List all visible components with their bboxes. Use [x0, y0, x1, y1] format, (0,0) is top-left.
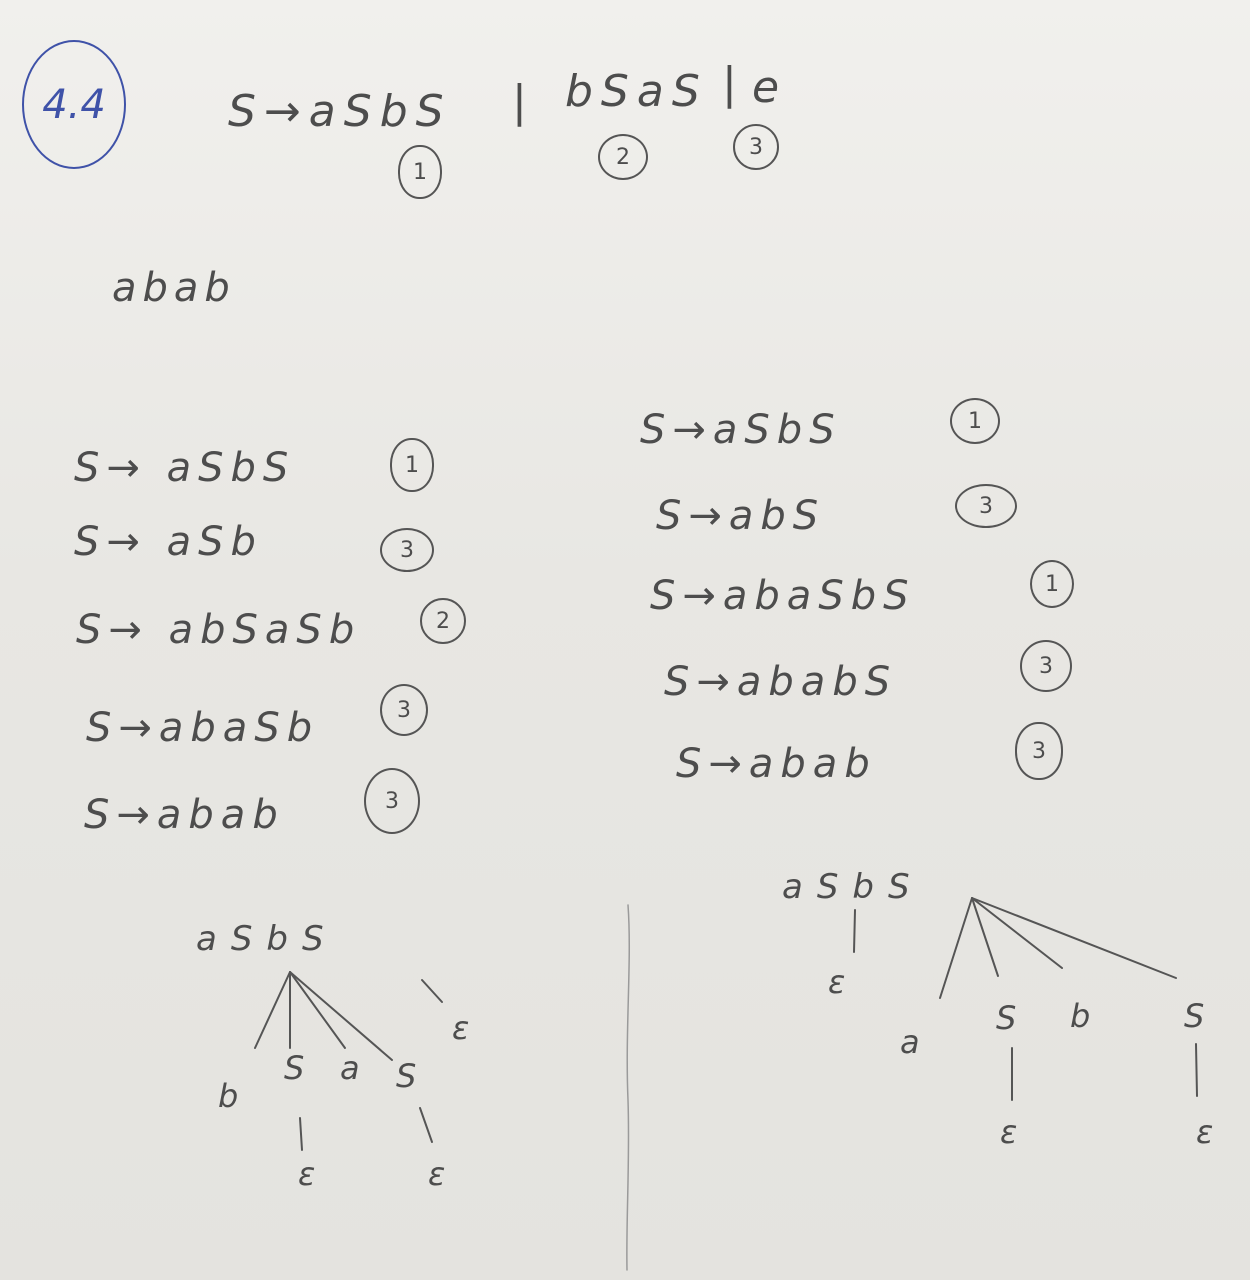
- grammar-rule-3: e: [752, 62, 788, 113]
- right-step-4: S→ababS: [664, 659, 898, 705]
- right-tree-edge-s1: [971, 897, 999, 977]
- left-tree-edge-a: [289, 971, 346, 1049]
- left-step-3-rule: 2: [420, 598, 466, 644]
- right-tree-child-a: a: [900, 1023, 920, 1061]
- right-step-5-rule: 3: [1015, 722, 1063, 780]
- problem-number-badge: 4.4: [22, 40, 126, 169]
- input-string: abab: [112, 265, 236, 311]
- right-step-2: S→abS: [656, 493, 826, 539]
- left-tree-child-s1: S: [284, 1049, 305, 1087]
- left-tree-edge-s2: [289, 971, 393, 1061]
- right-step-4-rule: 3: [1020, 640, 1072, 692]
- left-step-2: S→ aSb: [74, 519, 263, 565]
- right-tree-edge-s2: [971, 897, 1177, 979]
- right-tree-s-epsilon: ε: [828, 963, 846, 1001]
- left-step-1: S→ aSbS: [74, 445, 296, 491]
- left-step-5-rule: 3: [364, 768, 420, 834]
- right-tree-edge-s-epsilon: [853, 909, 856, 953]
- left-tree-root: aSbS: [196, 919, 338, 959]
- right-step-3: S→abaSbS: [650, 573, 916, 619]
- grammar-rule-1: S→aSbS: [228, 86, 452, 137]
- left-step-2-rule: 3: [380, 528, 434, 572]
- left-step-3: S→ abSaSb: [76, 607, 362, 653]
- left-tree-edge-b: [254, 971, 291, 1049]
- left-step-4: S→abaSb: [86, 705, 320, 751]
- right-step-1: S→aSbS: [640, 407, 842, 453]
- left-tree-s1-epsilon: ε: [298, 1155, 316, 1193]
- right-tree-edge-a: [939, 897, 973, 999]
- problem-number: 4.4: [42, 81, 106, 128]
- right-step-2-rule: 3: [955, 484, 1017, 528]
- right-tree-edge-s2-epsilon: [1195, 1043, 1198, 1097]
- grammar-rule-2-label: 2: [598, 134, 648, 180]
- right-tree-child-s2: S: [1184, 997, 1205, 1035]
- right-step-5: S→abab: [676, 741, 877, 787]
- left-tree-child-a: a: [340, 1049, 360, 1087]
- left-tree-root-epsilon: ε: [452, 1009, 470, 1047]
- grammar-rule-1-label: 1: [398, 145, 442, 199]
- grammar-rule-3-label: 3: [733, 124, 779, 170]
- grammar-separator: |: [512, 76, 535, 127]
- left-tree-s2-epsilon: ε: [428, 1155, 446, 1193]
- left-tree-edge-s2-epsilon: [419, 1107, 433, 1143]
- right-tree-s1-epsilon: ε: [1000, 1113, 1018, 1151]
- left-tree-edge-s1-epsilon: [299, 1117, 303, 1151]
- right-tree-root: aSbS: [782, 867, 924, 907]
- right-tree-s2-epsilon: ε: [1196, 1113, 1214, 1151]
- grammar-rule-2: bSaS: [565, 66, 708, 117]
- right-step-3-rule: 1: [1030, 560, 1074, 608]
- left-step-4-rule: 3: [380, 684, 428, 736]
- column-divider: [626, 904, 631, 1271]
- left-step-1-rule: 1: [390, 438, 434, 492]
- right-tree-child-b: b: [1070, 997, 1091, 1035]
- right-tree-edge-b: [971, 897, 1063, 969]
- left-tree-edge-root-epsilon: [421, 979, 443, 1003]
- left-tree-child-s2: S: [396, 1057, 417, 1095]
- right-tree-child-s1: S: [996, 999, 1017, 1037]
- right-step-1-rule: 1: [950, 398, 1000, 444]
- left-tree-child-b: b: [218, 1077, 239, 1115]
- left-step-5: S→abab: [84, 792, 285, 838]
- grammar-separator-2: |: [722, 58, 745, 109]
